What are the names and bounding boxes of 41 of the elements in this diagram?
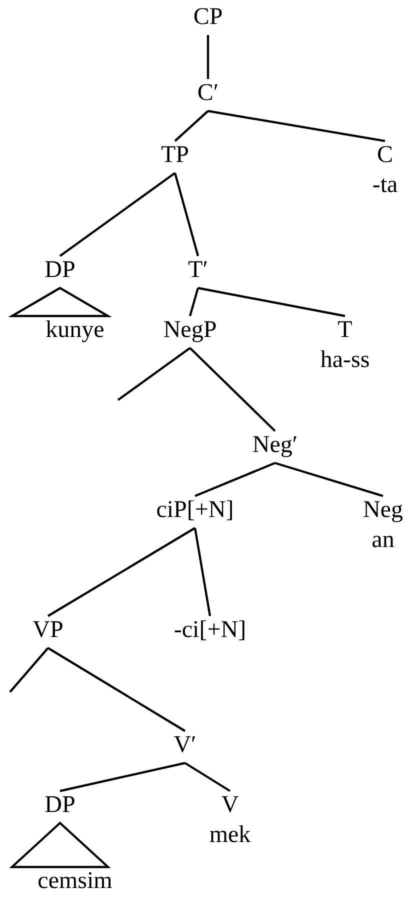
tree-node-label: T′ (188, 255, 208, 285)
morpheme-label: ha-ss (320, 346, 370, 375)
triangle-branch (9, 822, 111, 868)
tree-node-label: T (338, 316, 352, 345)
tree-node-label: Neg (363, 496, 403, 525)
branch-line (117, 347, 191, 401)
morpheme-label: mek (209, 821, 251, 850)
branch-line (274, 462, 384, 498)
tree-node-label: V′ (174, 730, 196, 760)
branch-line (198, 286, 346, 318)
branch-line (184, 762, 231, 792)
morpheme-label: an (372, 526, 394, 555)
branch-line (174, 172, 200, 256)
tree-node-label: DP (44, 255, 76, 285)
tree-node-label: VP (32, 615, 64, 645)
branch-line (188, 288, 200, 316)
branch-line (60, 762, 186, 792)
morpheme-label: -ta (372, 171, 398, 200)
tree-node-label: V (221, 791, 239, 820)
tree-node-label: CP (193, 2, 223, 32)
branch-line (47, 647, 186, 732)
tree-node-label: kunye (46, 315, 104, 345)
branch-line (47, 527, 196, 617)
tree-node-label: ciP[+N] (156, 495, 234, 525)
tree-node-label: DP (44, 790, 76, 820)
branch-line (9, 647, 49, 693)
branch-line (208, 110, 386, 142)
triangle-branch (8, 286, 112, 318)
tree-node-label: NegP (163, 315, 217, 345)
branch-line (189, 347, 276, 432)
tree-node-label: TP (161, 140, 189, 170)
tree-node-label: Neg′ (252, 430, 298, 460)
tree-node-label: C (376, 141, 393, 170)
branch-line (206, 35, 210, 79)
branch-line (59, 172, 176, 257)
tree-node-label: -ci[+N] (174, 615, 246, 645)
branch-line (194, 462, 276, 498)
tree-node-label: C′ (197, 78, 219, 108)
branch-line (194, 528, 212, 616)
tree-node-label: cemsim (38, 866, 112, 896)
branch-line (174, 110, 209, 142)
